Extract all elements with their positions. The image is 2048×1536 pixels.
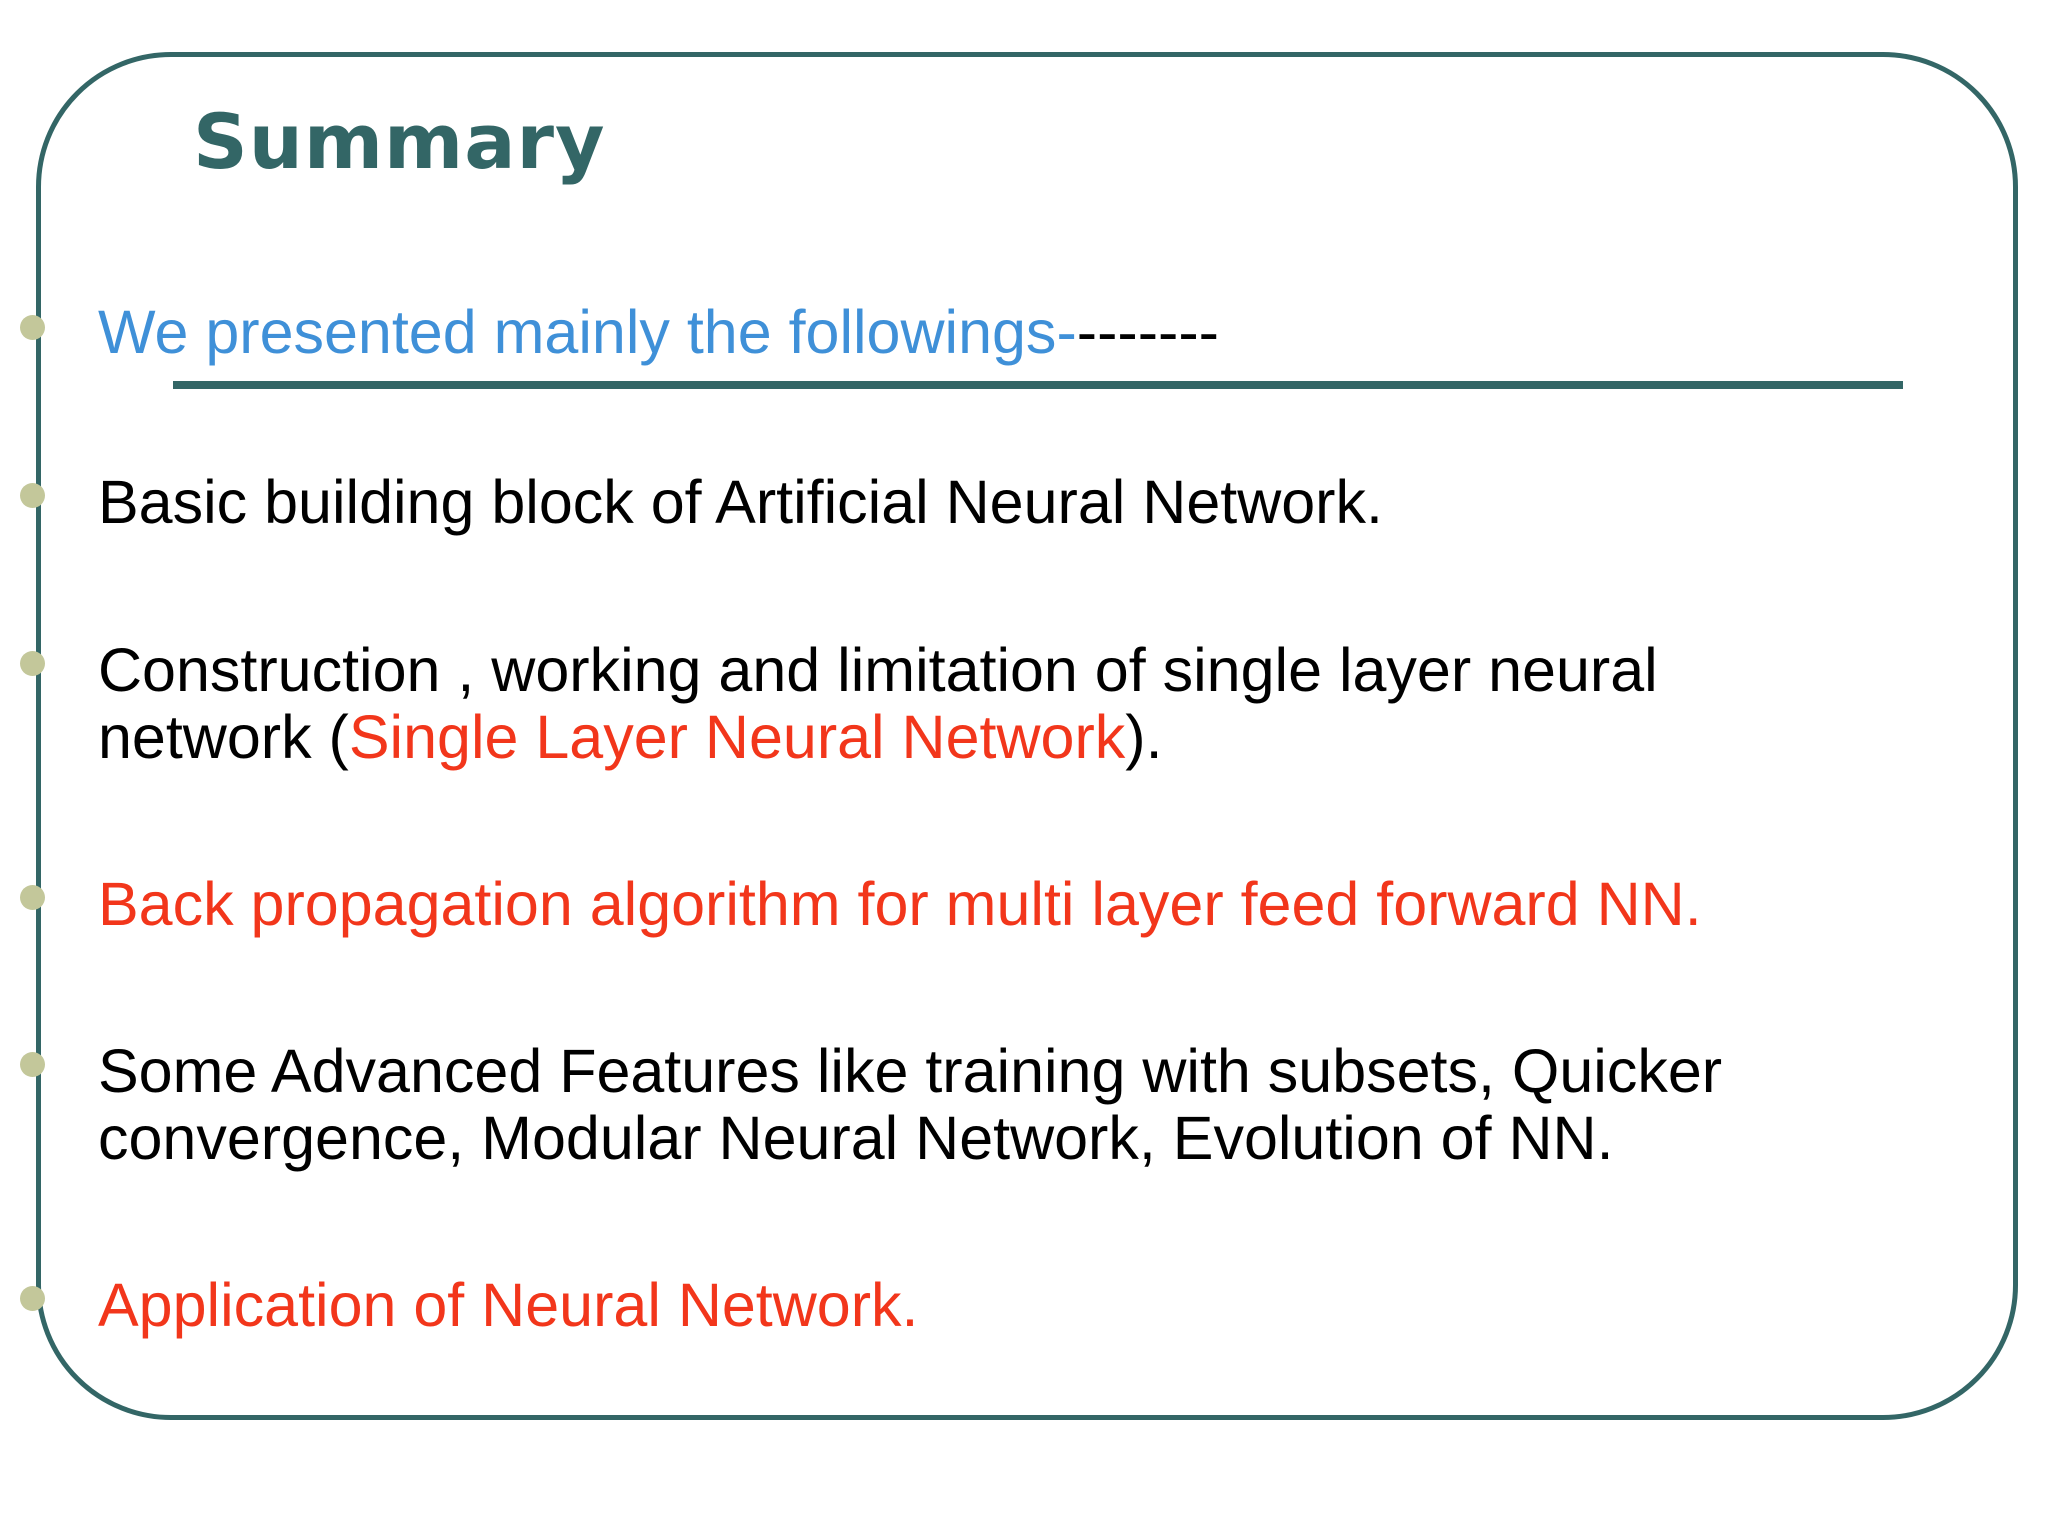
bullet-advanced-features: Some Advanced Features like training wit… (98, 1038, 1722, 1172)
title-underline (173, 381, 1903, 389)
bullet-dot-icon (20, 315, 45, 340)
bullet-dot-icon (20, 1052, 45, 1077)
intro-dashes: ------- (1076, 298, 1219, 366)
advanced-features-line2: convergence, Modular Neural Network, Evo… (98, 1104, 1614, 1172)
single-layer-suffix: ). (1125, 703, 1163, 771)
bullet-dot-icon (20, 483, 45, 508)
bullet-application: Application of Neural Network. (98, 1271, 919, 1339)
intro-text: We presented mainly the followings (98, 298, 1057, 366)
bullet-dot-icon (20, 651, 45, 676)
slide-frame (36, 52, 2018, 1420)
intro-dash: - (1056, 298, 1077, 366)
single-layer-highlight: Single Layer Neural Network (348, 703, 1126, 771)
bullet-dot-icon (20, 885, 45, 910)
bullet-single-layer: Construction , working and limitation of… (98, 637, 1658, 771)
bullet-dot-icon (20, 1286, 45, 1311)
bullet-basic-building-block: Basic building block of Artificial Neura… (98, 468, 1383, 536)
bullet-back-propagation: Back propagation algorithm for multi lay… (98, 870, 1702, 938)
single-layer-line1: Construction , working and limitation of… (98, 636, 1658, 704)
bullet-intro: We presented mainly the followings------… (98, 299, 1219, 366)
slide-title: Summary (193, 97, 606, 186)
single-layer-prefix: network ( (98, 703, 349, 771)
advanced-features-line1: Some Advanced Features like training wit… (98, 1037, 1723, 1105)
